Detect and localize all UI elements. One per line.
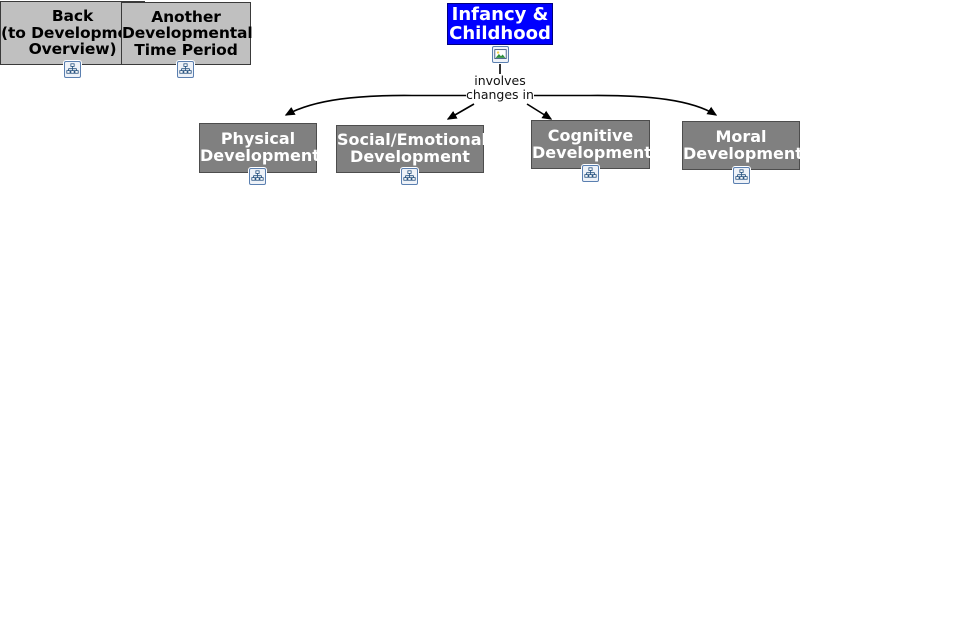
concept-3-line2: Development — [683, 143, 803, 163]
nav-box-another-label: Another Developmental Time Period — [120, 7, 253, 59]
concept-0-line2: Development — [200, 146, 320, 165]
concept-node-cognitive-development[interactable]: Cognitive Development — [530, 120, 652, 169]
concept-node-physical-development[interactable]: Physical Development — [198, 123, 320, 173]
edge-to-social-emotional — [446, 103, 475, 120]
nav-another-line1: Another — [151, 7, 221, 26]
nav-box-another-time-period[interactable]: Another Developmental Time Period — [120, 2, 253, 65]
concept-node-physical-badge[interactable] — [249, 168, 266, 185]
edge-to-moral — [589, 94, 718, 116]
nav-another-line3: Time Period — [134, 40, 238, 59]
concept-node-social-emotional-label: Social/Emotional Development — [335, 130, 487, 166]
nav-back-line1: Back — [51, 7, 94, 26]
nav-box-back-badge[interactable] — [64, 61, 81, 78]
link-label-line2: changes in — [466, 87, 534, 103]
edge-to-cognitive — [526, 103, 553, 120]
title-line1: Infancy & — [451, 3, 549, 25]
concept-1-line2: Development — [350, 147, 470, 166]
concept-3-line1: Moral — [715, 126, 767, 146]
link-label-involves-changes-in: involves changes in — [440, 73, 560, 103]
concept-node-cognitive-badge[interactable] — [582, 165, 599, 182]
nav-another-line2: Developmental — [122, 24, 253, 43]
nav-box-back[interactable]: Back (to Development Overview) — [0, 1, 146, 65]
title-node-label: Infancy & Childhood — [447, 5, 553, 43]
link-label-line1: involves — [474, 73, 526, 88]
nav-box-another-badge[interactable] — [177, 61, 194, 78]
concept-node-moral-development[interactable]: Moral Development — [681, 121, 803, 170]
edge-to-physical — [284, 94, 413, 116]
nav-back-line2: (to Development — [1, 23, 147, 42]
concept-node-social-emotional-badge[interactable] — [401, 168, 418, 185]
concept-0-line1: Physical — [220, 129, 296, 149]
concept-node-physical-label: Physical Development — [198, 129, 320, 165]
concept-2-line1: Cognitive — [547, 125, 634, 145]
nav-back-line3: Overview) — [28, 40, 117, 59]
concept-node-moral-badge[interactable] — [733, 167, 750, 184]
concept-2-line2: Development — [532, 142, 652, 162]
concept-1-line1: Social/Emotional — [337, 130, 487, 150]
title-node-infancy-childhood[interactable]: Infancy & Childhood — [447, 3, 553, 45]
concept-node-cognitive-label: Cognitive Development — [530, 125, 652, 162]
title-node-image-badge[interactable] — [492, 46, 509, 63]
concept-node-moral-label: Moral Development — [681, 126, 803, 163]
nav-box-back-label: Back (to Development Overview) — [0, 8, 146, 57]
title-line2: Childhood — [449, 23, 551, 44]
concept-node-social-emotional-development[interactable]: Social/Emotional Development — [335, 125, 487, 173]
